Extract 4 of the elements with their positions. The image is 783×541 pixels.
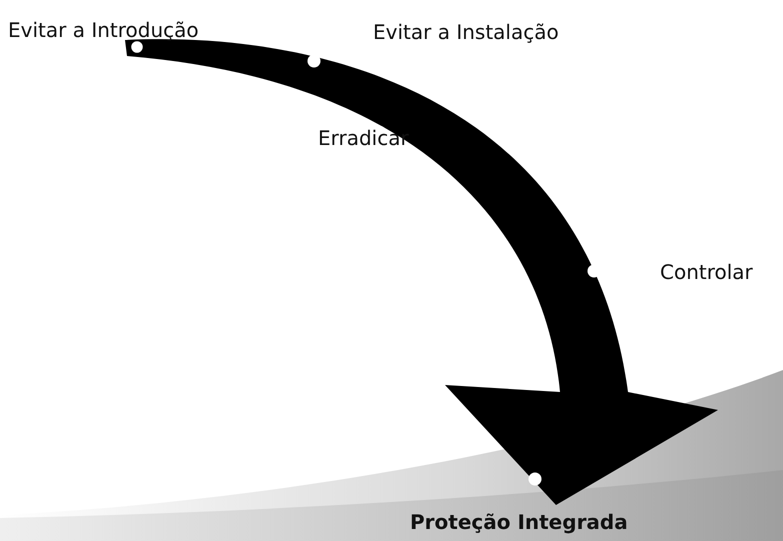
stage-label: Controlar (660, 260, 753, 284)
result-label: Proteção Integrada (410, 510, 628, 534)
stage-label: Evitar a Instalação (373, 20, 559, 44)
stage-label: Evitar a Introdução (8, 18, 199, 42)
